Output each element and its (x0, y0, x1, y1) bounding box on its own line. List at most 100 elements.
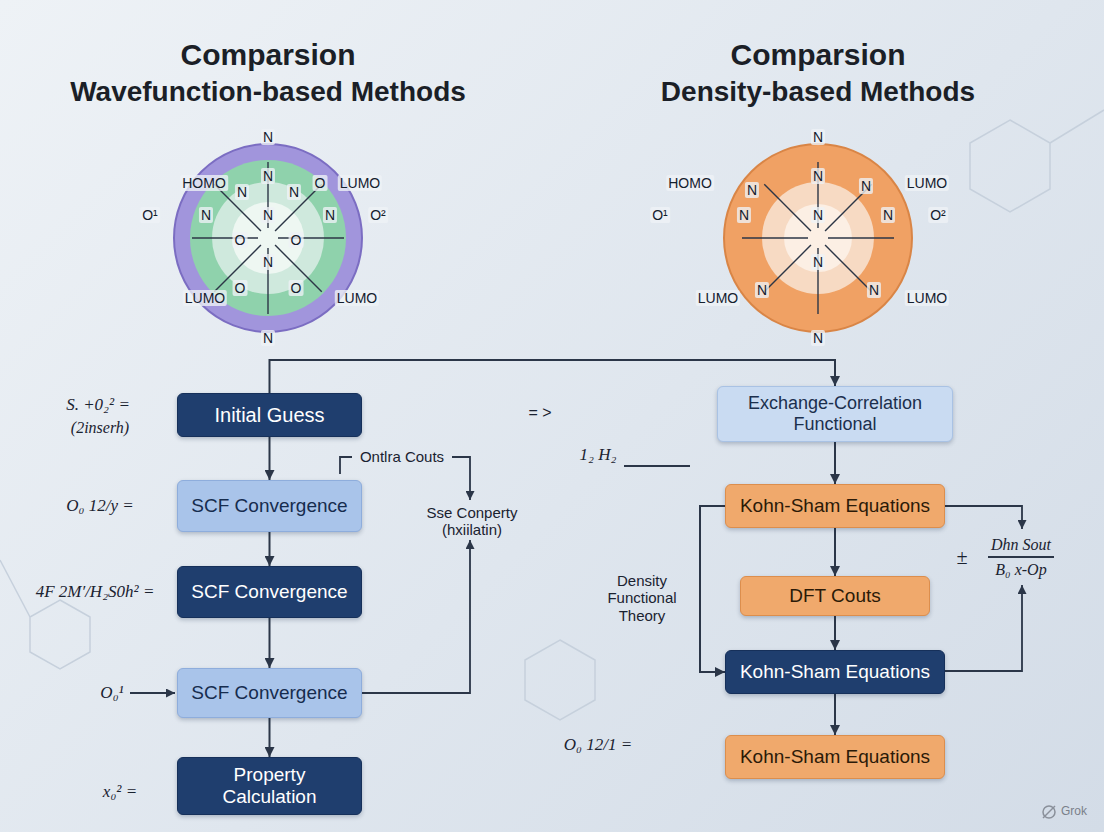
orbital-label: O (313, 175, 328, 191)
formula: O₀ 12/y = (66, 496, 133, 516)
orbital-label: N (261, 129, 275, 145)
leader-line (624, 465, 690, 467)
bonds (742, 162, 894, 314)
bond-line (275, 245, 322, 292)
orbital-label: O¹ (650, 207, 670, 223)
bond-line (742, 237, 808, 238)
heading: Wavefunction-based Methods (70, 76, 466, 108)
bond-line (825, 184, 872, 231)
formula: S. +0₂² = (66, 395, 130, 415)
node-text: Kohn-Sham Equations (740, 661, 930, 683)
orbital-label: N (737, 207, 751, 223)
heading: Density-based Methods (661, 76, 975, 108)
node-text: SCF Convergence (191, 495, 347, 517)
orbital-label: O (289, 232, 304, 248)
flow-arrow (834, 528, 836, 576)
heading: Comparsion (730, 38, 905, 73)
process-box: Property Calculation (177, 757, 362, 815)
node-text: Exchange-Correlation Functional (728, 393, 942, 434)
flow-arrow (834, 616, 836, 650)
symbol: = > (528, 404, 551, 422)
orbital-label: N (261, 330, 275, 346)
orbital-label: LUMO (335, 290, 379, 306)
orbital-label: LUMO (183, 290, 227, 306)
fraction-bar (988, 556, 1054, 558)
bond-line (764, 184, 811, 231)
orbital-label: N (811, 330, 825, 346)
orbital-label: N (811, 168, 825, 184)
note: Sse Conperty (hxiilatin) (416, 504, 528, 539)
density-ring (724, 144, 912, 332)
density-molecule (724, 144, 912, 332)
leader-arrow (130, 692, 175, 694)
flow-arrow (834, 442, 836, 484)
orbital-label: O² (928, 207, 948, 223)
wavefunction-molecule (174, 144, 362, 332)
node-text: Property Calculation (188, 764, 351, 808)
process-box: SCF Convergence (177, 566, 362, 618)
process-box: Initial Guess (177, 393, 362, 437)
bond-line (0, 560, 30, 617)
orbital-label: N (745, 182, 759, 198)
leader-lines (130, 457, 1054, 693)
formula: (2inserh) (71, 419, 129, 437)
flow-arrow (700, 506, 725, 672)
orbital-label: O (233, 232, 248, 248)
leader-arrow (452, 457, 470, 500)
orbital-label: N (811, 129, 825, 145)
leader-arrow (362, 540, 470, 693)
orbital-label: N (199, 207, 213, 223)
orbital-label: LUMO (905, 175, 949, 191)
bond-line (825, 245, 872, 292)
orbital-label: N (323, 207, 337, 223)
process-box: Kohn-Sham Equations (725, 650, 945, 694)
heading: Comparsion (180, 38, 355, 73)
bond-line (267, 162, 268, 228)
node-text: Kohn-Sham Equations (740, 746, 930, 768)
logo-circle (1043, 806, 1055, 818)
orbital-label: N (235, 184, 249, 200)
orbital-label: N (811, 207, 825, 223)
bond-line (1050, 110, 1104, 143)
orbital-label: O² (368, 207, 388, 223)
process-box: DFT Couts (740, 576, 930, 616)
node-text: Initial Guess (214, 404, 324, 427)
flow-arrow (269, 532, 271, 566)
formula: O₀ 12/1 = (564, 735, 632, 755)
orbital-label: N (881, 207, 895, 223)
watermark: Grok (1061, 805, 1087, 819)
process-box: Exchange-Correlation Functional (717, 386, 953, 442)
bonds (192, 162, 344, 314)
bond-line (817, 248, 818, 314)
edge-label: Density Functional Theory (588, 572, 696, 624)
bond-line (214, 245, 261, 292)
outer-orbital-ring (174, 144, 362, 332)
leader-arrow (945, 585, 1022, 671)
bond-line (278, 237, 344, 238)
orbital-label: LUMO (905, 290, 949, 306)
orbital-label: N (287, 184, 301, 200)
flow-arrow (270, 360, 836, 393)
formula: O₀¹ (100, 683, 123, 703)
bond-line (275, 184, 322, 231)
watermark-logo (1043, 806, 1055, 818)
leader-arrow (945, 506, 1022, 529)
formula: B₀ x-Op (995, 561, 1046, 579)
flow-arrow (834, 694, 836, 735)
orbital-label: HOMO (180, 175, 228, 191)
note: Ontlra Couts (360, 448, 444, 465)
bond-line (817, 162, 818, 228)
orbital-label: LUMO (696, 290, 740, 306)
formula: 4F 2M′/H₂S0h² = (36, 582, 155, 602)
process-box: Kohn-Sham Equations (725, 735, 945, 779)
process-box: Kohn-Sham Equations (725, 484, 945, 528)
process-box: SCF Convergence (177, 668, 362, 718)
flow-arrow (269, 437, 271, 480)
orbital-label: HOMO (666, 175, 714, 191)
orbital-label: N (755, 282, 769, 298)
node-text: DFT Couts (789, 585, 881, 607)
